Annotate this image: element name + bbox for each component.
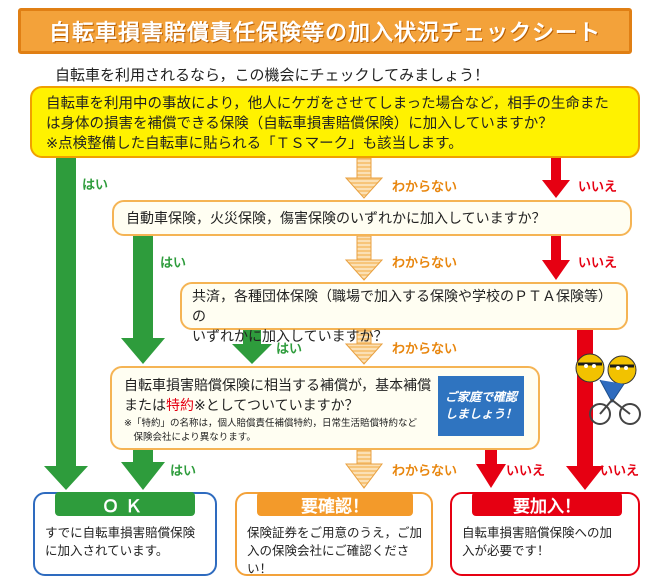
result-confirm-line-3: い！ xyxy=(247,561,273,576)
question-4-line-1: 自転車損害賠償保険に相当する補償が，基本補償 xyxy=(124,378,432,394)
label-q3-no: いいえ xyxy=(600,464,640,479)
question-1-line-3: ※点検整備した自転車に貼られる「ＴＳマーク」も該当します。 xyxy=(46,136,463,152)
label-q3-yes: はい xyxy=(276,342,303,357)
result-join-title: 要加入！ xyxy=(472,492,622,517)
question-1-line-2: は身体の損害を補償できる保険（自転車損害賠償保険）に加入していますか？ xyxy=(46,116,553,132)
label-q4-no: いいえ xyxy=(506,464,546,479)
result-confirm-body: 保険証券をご用意のうえ，ご加 入の保険会社にご確認くださ い！ xyxy=(247,524,423,578)
result-ok-body: すでに自転車損害賠償保険 に加入されています。 xyxy=(45,524,207,560)
arrow-q4-no xyxy=(476,450,506,488)
result-ok-title: ＯＫ xyxy=(55,492,195,517)
result-ok: ＯＫ すでに自転車損害賠償保険 に加入されています。 xyxy=(33,492,217,576)
question-4-rider: 特約 xyxy=(166,398,194,414)
question-4-note-2: 保険会社により異なります。 xyxy=(124,432,256,443)
arrow-q3-unknown xyxy=(344,329,384,365)
arrow-q2-unknown xyxy=(344,235,384,281)
label-q1-unknown: わからない xyxy=(392,180,458,195)
arrow-q3-no xyxy=(566,330,604,490)
result-join-line-2: 入が必要です！ xyxy=(462,543,550,558)
question-4-tail: ※としてついていますか？ xyxy=(194,398,359,414)
page-title: 自転車損害賠償責任保険等の加入状況チェックシート xyxy=(18,8,632,54)
question-3: 共済，各種団体保険（職場で加入する保険や学校のＰＴＡ保険等）の いずれかに加入し… xyxy=(180,282,628,345)
question-4-line-2: または特約※としてついていますか？ xyxy=(124,396,526,416)
arrow-q2-yes xyxy=(121,236,165,364)
result-confirm: 要確認！ 保険証券をご用意のうえ，ご加 入の保険会社にご確認くださ い！ xyxy=(235,492,433,576)
check-at-home-line-2: しましょう！ xyxy=(444,407,517,421)
result-confirm-line-2: 入の保険会社にご確認くださ xyxy=(247,543,410,558)
label-q4-yes: はい xyxy=(170,464,197,479)
check-at-home-line-1: ご家庭で確認 xyxy=(444,390,517,404)
result-confirm-title: 要確認！ xyxy=(257,492,413,517)
label-q4-unknown: わからない xyxy=(392,464,458,479)
label-q2-unknown: わからない xyxy=(392,256,458,271)
question-2-text: 自動車保険，火災保険，傷害保険のいずれかに加入していますか？ xyxy=(126,211,546,227)
arrow-q3-yes xyxy=(232,330,272,364)
result-join-body: 自転車損害賠償保険への加 入が必要です！ xyxy=(462,524,630,560)
result-ok-line-1: すでに自転車損害賠償保険 xyxy=(45,525,196,540)
cyclist-mascot-icon xyxy=(575,353,641,425)
check-at-home-note: ご家庭で確認 しましょう！ xyxy=(438,376,524,436)
label-q3-unknown: わからない xyxy=(392,342,458,357)
label-q2-no: いいえ xyxy=(578,256,618,271)
intro-text: 自転車を利用されるなら，この機会にチェックしてみましょう！ xyxy=(55,66,490,84)
label-q2-yes: はい xyxy=(160,256,187,271)
question-2: 自動車保険，火災保険，傷害保険のいずれかに加入していますか？ xyxy=(112,200,632,236)
question-3-line-2: いずれかに加入していますか？ xyxy=(192,329,388,345)
arrow-q1-no xyxy=(542,158,570,198)
result-ok-line-2: に加入されています。 xyxy=(45,543,169,558)
result-join: 要加入！ 自転車損害賠償保険への加 入が必要です！ xyxy=(450,492,640,576)
arrow-q4-unknown xyxy=(345,449,383,489)
label-q1-no: いいえ xyxy=(578,180,618,195)
arrow-q1-yes xyxy=(44,158,88,490)
label-q1-yes: はい xyxy=(82,178,109,193)
question-3-line-1: 共済，各種団体保険（職場で加入する保険や学校のＰＴＡ保険等）の xyxy=(192,289,612,325)
arrow-q1-unknown xyxy=(344,157,384,199)
question-1: 自転車を利用中の事故により，他人にケガをさせてしまった場合など，相手の生命また … xyxy=(30,86,640,158)
result-join-line-1: 自転車損害賠償保険への加 xyxy=(462,525,613,540)
result-confirm-line-1: 保険証券をご用意のうえ，ご加 xyxy=(247,525,423,540)
question-4-note-1: ※「特約」の名称は，個人賠償責任補償特約，日常生活賠償特約など xyxy=(124,418,417,429)
question-4-or: または xyxy=(124,398,166,414)
arrow-q2-no xyxy=(542,236,570,280)
arrow-q4-yes xyxy=(121,450,165,490)
question-1-line-1: 自転車を利用中の事故により，他人にケガをさせてしまった場合など，相手の生命また xyxy=(46,96,609,112)
